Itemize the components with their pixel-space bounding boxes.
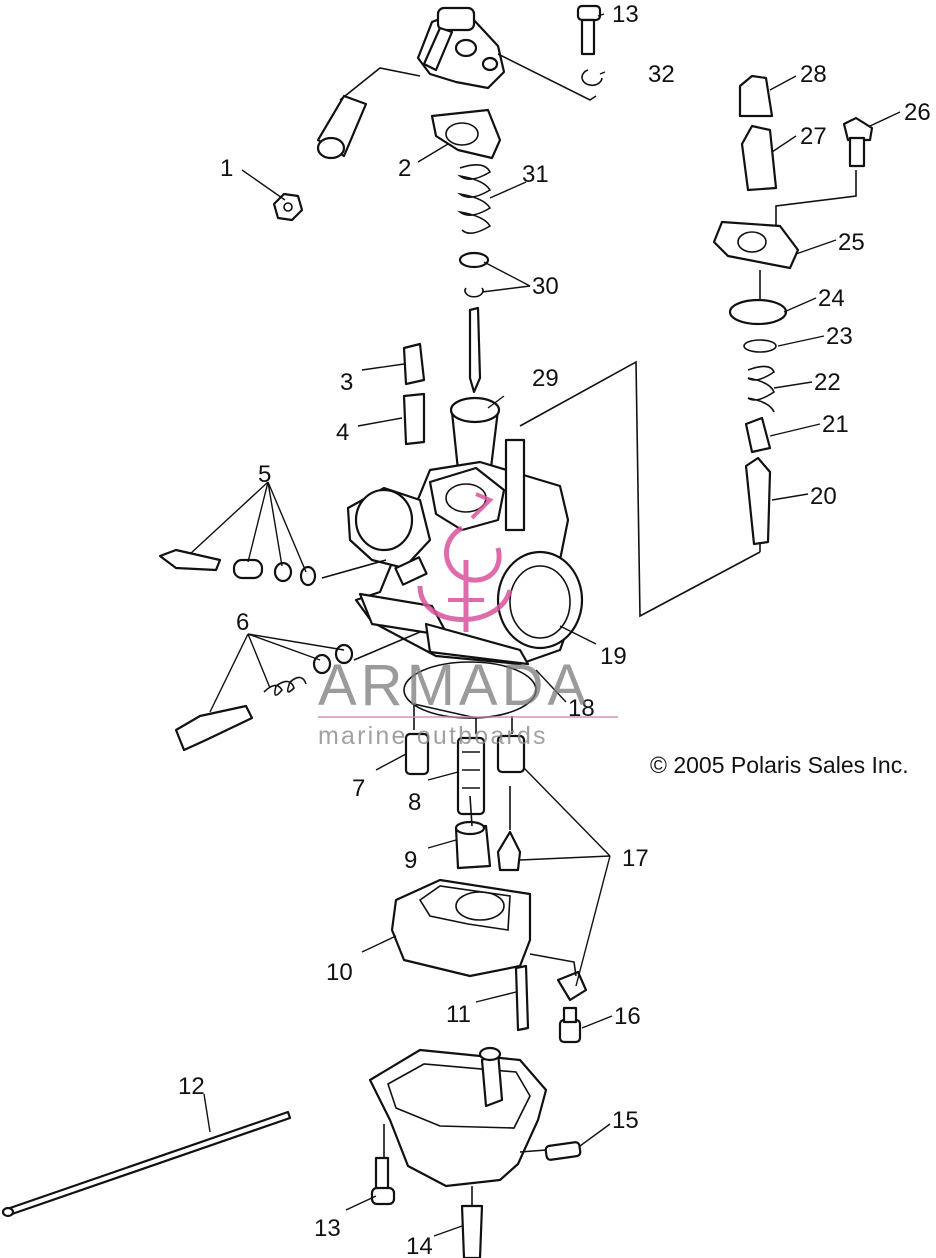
spring-31 [457,164,492,234]
callout-14: 14 [406,1233,433,1258]
callout-20: 20 [810,483,837,510]
callout-6: 6 [236,609,249,636]
callout-13-top: 13 [612,1,639,28]
watermark-tagline: marine outboards [318,722,548,750]
callout-23: 23 [826,323,853,350]
washer-24 [728,298,788,326]
copyright-notice: © 2005 Polaris Sales Inc. [650,752,909,778]
callout-8: 8 [408,789,421,816]
callout-2: 2 [398,155,411,182]
main-jet-9 [454,820,492,870]
o-ring-23 [743,339,777,353]
screw-13-bottom [370,1156,396,1206]
watermark-brand: ARMADA [318,653,591,718]
starter-body-20 [744,456,772,546]
callout-28: 28 [800,61,827,88]
callout-labels: 1 2 3 4 5 6 7 8 9 10 11 12 13 13 14 15 1… [178,1,931,1258]
float-bowl [368,1046,548,1188]
leader-lines [189,13,901,1237]
screw-26 [842,116,874,168]
callout-11: 11 [446,1001,471,1028]
callout-29: 29 [532,365,559,392]
callout-15: 15 [612,1107,639,1134]
anchor-sailboat-logo [417,492,513,632]
callout-1: 1 [220,155,233,182]
needle-valve-17 [496,734,526,872]
nut-1 [272,192,304,222]
float-arm-17 [556,970,588,1002]
washer-30 [458,251,490,298]
jet-needle [468,306,482,394]
callout-21: 21 [822,411,849,438]
watermark-divider [318,716,618,718]
drain-tube-14 [460,1204,484,1258]
needle-jet-3 [402,342,426,386]
float-10 [390,878,532,978]
callout-5: 5 [258,461,271,488]
plunger-27 [740,124,778,192]
callout-3: 3 [340,369,353,396]
callout-9: 9 [404,847,417,874]
cable-boot [316,94,368,160]
throttle-valve-29 [449,396,501,478]
pilot-screw-5 [158,548,317,587]
callout-31: 31 [522,161,549,188]
callout-16: 16 [614,1003,641,1030]
screw-16 [558,1006,582,1044]
callout-25: 25 [838,229,865,256]
callout-24: 24 [818,285,845,312]
screw-13-top [576,4,602,56]
callout-32: 32 [648,61,675,88]
callout-26: 26 [904,99,931,126]
callout-27: 27 [800,123,827,150]
float-pin-11 [514,964,530,1032]
cable-12 [1,1110,292,1218]
screw-15 [544,1141,582,1161]
plate-25 [712,220,800,270]
callout-7: 7 [352,775,365,802]
cap-28 [738,74,774,118]
idle-screw-6 [174,643,354,752]
callout-30: 30 [532,273,559,300]
callout-12: 12 [178,1073,205,1100]
callout-22: 22 [814,369,841,396]
gasket-2 [430,108,502,160]
callout-4: 4 [336,419,349,446]
needle-jet-4 [402,392,426,446]
callout-19: 19 [600,643,627,670]
o-ring-18 [403,661,537,719]
top-cap [416,6,506,90]
callout-17: 17 [622,845,649,872]
callout-10: 10 [326,959,353,986]
callout-13-bottom: 13 [314,1215,341,1242]
clip-32 [581,69,603,87]
spring-22 [747,365,775,413]
starter-plunger-21 [744,416,772,454]
